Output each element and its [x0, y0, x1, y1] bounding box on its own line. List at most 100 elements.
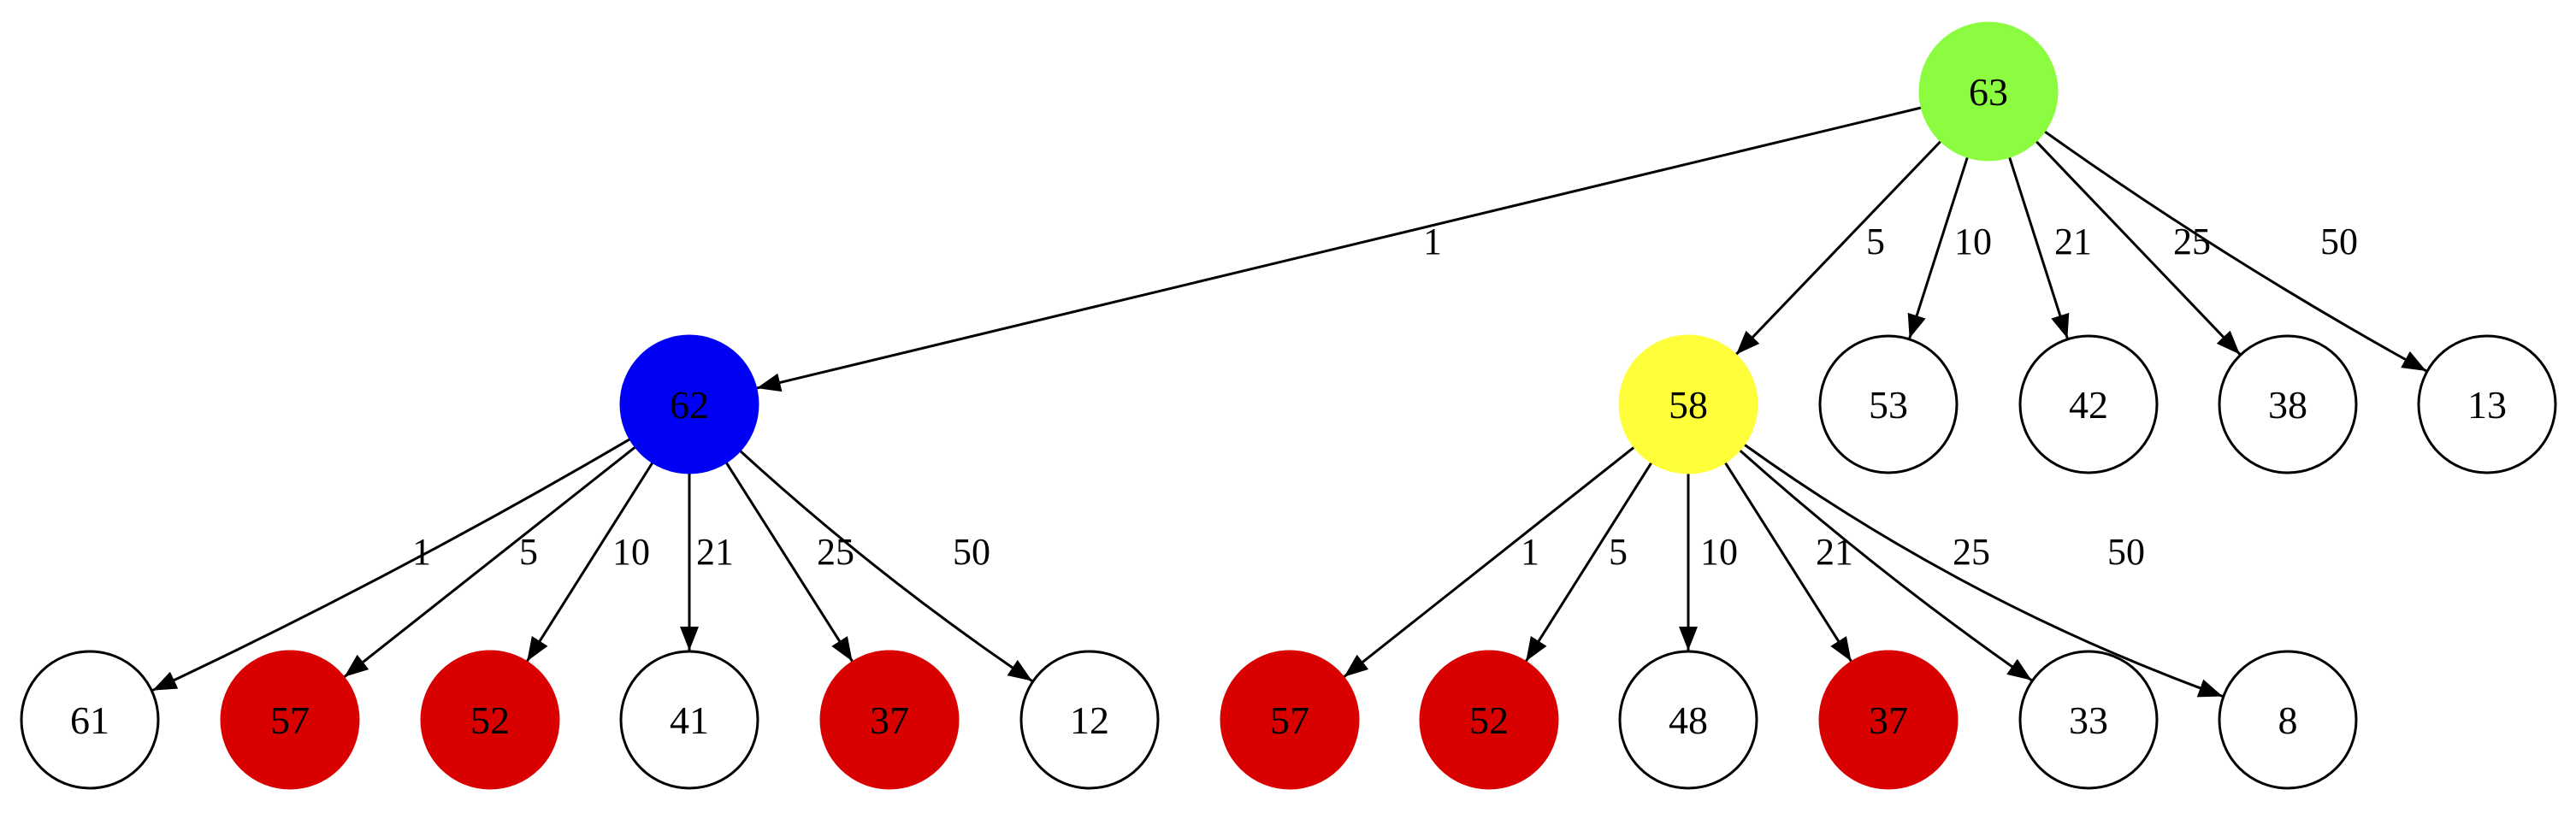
- node-a37: 37: [819, 650, 960, 790]
- node-n38: 38: [2218, 334, 2358, 474]
- edge-line: [525, 461, 654, 663]
- edge-label: 21: [2054, 221, 2092, 262]
- node-label: 52: [1469, 698, 1509, 742]
- node-circle: [2018, 334, 2159, 474]
- edge-line: [724, 461, 854, 663]
- edge-label: 5: [1866, 221, 1885, 262]
- node-n42: 42: [2018, 334, 2159, 474]
- node-label: 12: [1070, 698, 1109, 742]
- edge-line: [1907, 156, 1970, 339]
- edge-line: [1524, 461, 1653, 663]
- node-circle: [20, 650, 160, 790]
- node-n63: 63: [1918, 21, 2059, 162]
- node-n13: 13: [2417, 334, 2557, 474]
- node-label: 37: [870, 698, 909, 742]
- node-label: 57: [1270, 698, 1309, 742]
- edge-line: [756, 106, 1923, 392]
- edge-label: 5: [1609, 531, 1628, 573]
- edge-n58-b37: 21: [1723, 461, 1853, 663]
- edge-line: [1743, 443, 2224, 698]
- edge-line: [2007, 156, 2070, 339]
- edge-n58-b52: 5: [1524, 461, 1653, 663]
- edge-line: [343, 445, 637, 678]
- node-b52: 52: [1419, 650, 1559, 790]
- node-b57: 57: [1220, 650, 1360, 790]
- node-circle: [819, 650, 960, 790]
- edge-label: 1: [412, 531, 431, 573]
- edge-n63-n38: 25: [2035, 139, 2242, 356]
- node-label: 58: [1669, 383, 1708, 427]
- node-circle: [1818, 650, 1959, 790]
- edge-n58-b8: 50: [1743, 443, 2224, 698]
- edge-label: 21: [1816, 531, 1853, 573]
- node-circle: [619, 334, 759, 474]
- node-label: 52: [470, 698, 510, 742]
- edge-n58-b48: 10: [1679, 473, 1738, 651]
- node-b33: 33: [2018, 650, 2159, 790]
- edge-n63-n58: 5: [1734, 139, 1942, 356]
- edge-line: [1723, 461, 1852, 663]
- node-label: 42: [2069, 383, 2108, 427]
- edge-label: 1: [1423, 221, 1442, 262]
- node-label: 53: [1869, 383, 1908, 427]
- node-a57: 57: [220, 650, 360, 790]
- edge-n62-a41: 21: [680, 473, 734, 651]
- edge-label: 25: [817, 531, 854, 573]
- edge-n62-a37: 25: [724, 461, 854, 663]
- edge-line: [2043, 130, 2427, 373]
- node-circle: [1419, 650, 1559, 790]
- node-circle: [1019, 650, 1160, 790]
- edge-label: 50: [953, 531, 990, 573]
- node-a61: 61: [20, 650, 160, 790]
- edge-label: 21: [696, 531, 734, 573]
- edge-line: [738, 449, 1033, 682]
- edge-line: [2035, 139, 2242, 356]
- node-circle: [619, 650, 759, 790]
- edge-label: 25: [1953, 531, 1990, 573]
- edge-n63-n62: 1: [756, 106, 1923, 392]
- node-n58: 58: [1618, 334, 1758, 474]
- node-label: 57: [270, 698, 310, 742]
- edge-line: [151, 438, 631, 692]
- edge-line: [1343, 445, 1636, 678]
- edge-label: 1: [1521, 531, 1539, 573]
- node-circle: [1818, 334, 1959, 474]
- node-circle: [2218, 650, 2358, 790]
- node-label: 38: [2268, 383, 2307, 427]
- node-b48: 48: [1618, 650, 1758, 790]
- node-n53: 53: [1818, 334, 1959, 474]
- node-label: 8: [2278, 698, 2298, 742]
- node-a12: 12: [1019, 650, 1160, 790]
- node-label: 62: [670, 383, 709, 427]
- edge-line: [1734, 139, 1942, 356]
- node-a41: 41: [619, 650, 759, 790]
- edge-label: 25: [2173, 221, 2211, 262]
- node-label: 48: [1669, 698, 1708, 742]
- edge-label: 50: [2107, 531, 2145, 573]
- node-circle: [1918, 21, 2059, 162]
- node-circle: [2218, 334, 2358, 474]
- edge-n62-a61: 1: [151, 438, 631, 692]
- node-circle: [1618, 650, 1758, 790]
- edge-label: 10: [1700, 531, 1738, 573]
- node-label: 33: [2069, 698, 2108, 742]
- edge-n63-n13: 50: [2043, 130, 2427, 373]
- node-label: 37: [1869, 698, 1908, 742]
- node-b37: 37: [1818, 650, 1959, 790]
- node-label: 63: [1969, 70, 2008, 114]
- edge-n58-b57: 1: [1343, 445, 1636, 678]
- node-label: 61: [70, 698, 109, 742]
- node-circle: [1220, 650, 1360, 790]
- node-circle: [420, 650, 560, 790]
- node-circle: [2417, 334, 2557, 474]
- node-a52: 52: [420, 650, 560, 790]
- edge-n62-a12: 50: [738, 449, 1033, 682]
- edge-n58-b33: 25: [1738, 449, 2033, 682]
- node-circle: [1618, 334, 1758, 474]
- node-label: 13: [2467, 383, 2507, 427]
- edge-n62-a57: 5: [343, 445, 637, 678]
- node-n62: 62: [619, 334, 759, 474]
- nodes-layer: 63 62 58 53 42 38 13 61 57 52 41 37 12 57 52 48 37 33 8: [20, 21, 2557, 790]
